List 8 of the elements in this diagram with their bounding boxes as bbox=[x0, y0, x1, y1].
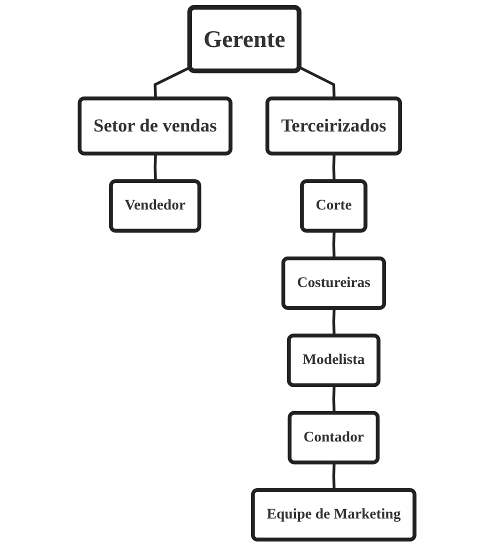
connector bbox=[332, 154, 336, 182]
connector bbox=[154, 154, 158, 182]
connector bbox=[332, 231, 336, 259]
connector bbox=[332, 308, 336, 336]
connector bbox=[154, 66, 192, 99]
connector bbox=[332, 386, 336, 414]
connector bbox=[299, 66, 336, 99]
connector bbox=[332, 462, 336, 490]
